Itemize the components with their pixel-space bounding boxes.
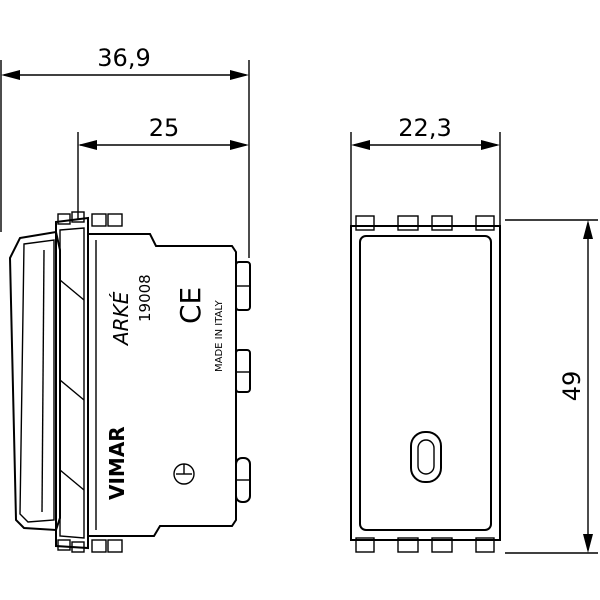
- ground-symbol-icon: [173, 463, 195, 485]
- side-view: 36,9 25: [0, 44, 251, 553]
- mechanism-body: [87, 233, 237, 537]
- bottom-clips: [355, 537, 495, 553]
- dimension-overall-depth: 36,9: [0, 44, 250, 258]
- led-window-icon: [410, 431, 442, 483]
- top-clips: [355, 215, 495, 231]
- terminal-screws: [235, 261, 251, 503]
- product-code-text: 19008: [136, 274, 154, 322]
- front-view: 22,3 49: [350, 114, 598, 554]
- brand-series-text: ARKÉ: [109, 291, 133, 347]
- origin-text: MADE IN ITALY: [214, 299, 225, 372]
- height-label: 49: [558, 371, 586, 402]
- dimension-height: 49: [505, 219, 598, 554]
- body-markings: ARKÉ 19008 CE MADE IN ITALY VIMAR: [105, 274, 225, 500]
- manufacturer-text: VIMAR: [105, 426, 129, 500]
- width-label: 22,3: [398, 114, 451, 142]
- dimension-body-depth: 25: [77, 114, 249, 220]
- overall-depth-label: 36,9: [97, 44, 150, 72]
- mechanism-frame: [55, 211, 123, 553]
- dimension-width: 22,3: [350, 114, 501, 228]
- body-depth-label: 25: [149, 114, 180, 142]
- ce-mark-text: CE: [174, 287, 207, 324]
- front-frame: [350, 225, 501, 541]
- rocker-plate: [8, 230, 61, 532]
